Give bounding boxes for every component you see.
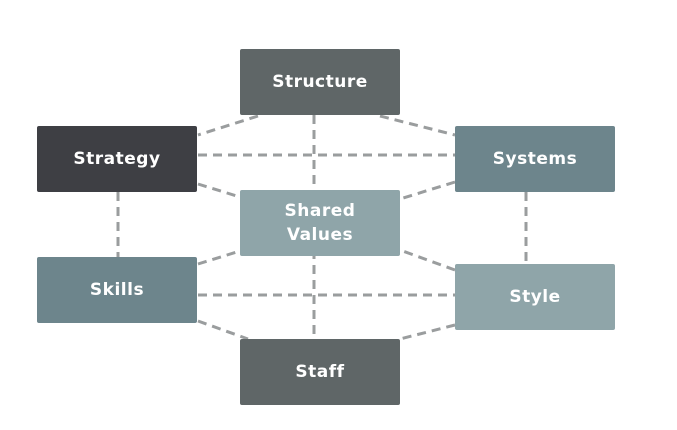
node-skills: Skills [37, 257, 197, 323]
connector-skills-staff [197, 319, 249, 341]
node-staff: Staff [240, 339, 400, 405]
node-strategy-label: Strategy [73, 149, 161, 169]
connector-systems-shared-values [399, 180, 456, 201]
node-strategy: Strategy [37, 126, 197, 192]
connector-strategy-shared-values [197, 182, 241, 199]
node-structure-label: Structure [272, 72, 368, 92]
node-systems-label: Systems [492, 149, 578, 169]
node-shared-values: Shared Values [240, 190, 400, 256]
connector-structure-strategy [197, 114, 259, 137]
node-staff-label: Staff [295, 362, 345, 382]
node-systems: Systems [455, 126, 615, 192]
node-shared-values-label: Shared Values [284, 201, 356, 245]
node-skills-label: Skills [89, 280, 145, 300]
node-structure: Structure [240, 49, 400, 115]
connector-style-shared-values [399, 248, 456, 272]
connector-structure-systems [379, 114, 456, 137]
connector-style-staff [399, 323, 456, 341]
node-style-label: Style [509, 287, 561, 307]
connector-skills-shared-values [197, 249, 241, 266]
node-style: Style [455, 264, 615, 330]
